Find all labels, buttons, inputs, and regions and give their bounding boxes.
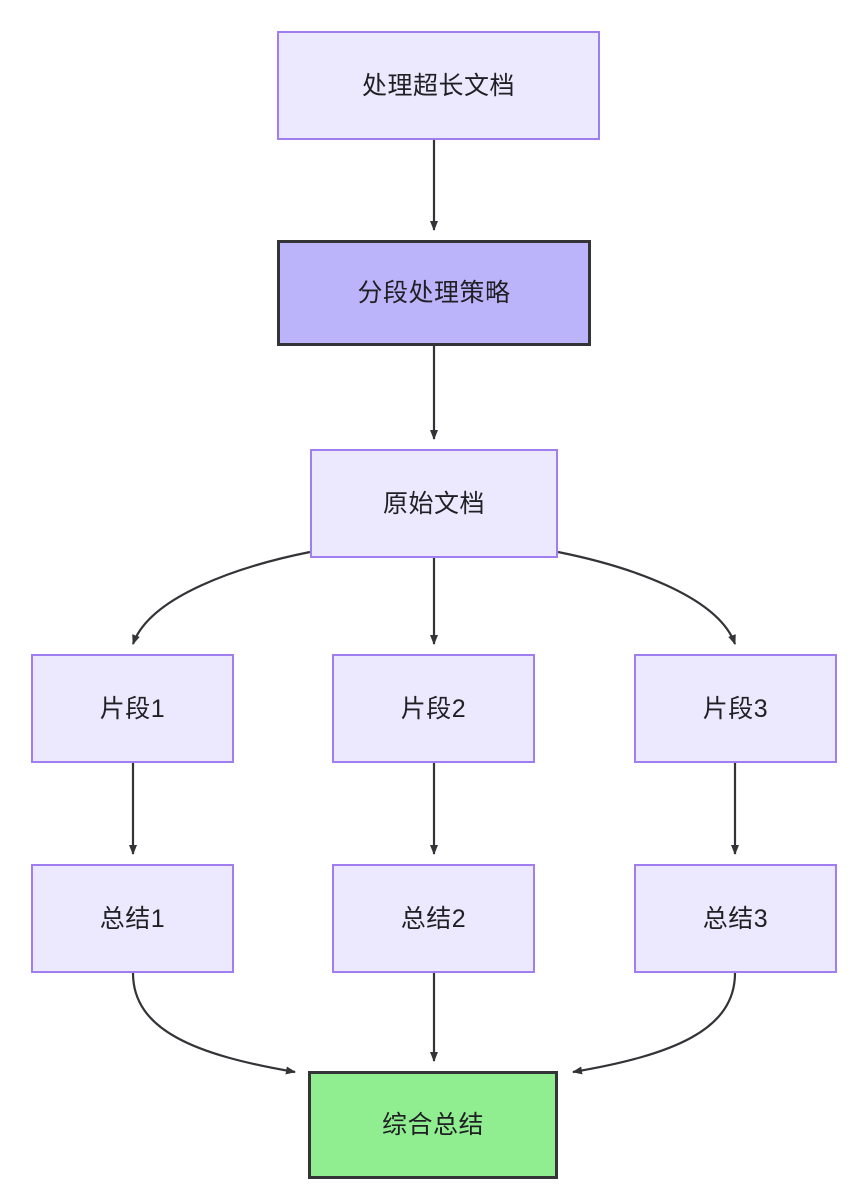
edge-original-doc-to-fragment-3	[557, 550, 737, 645]
node-chunk-strategy[interactable]: 分段处理策略	[277, 240, 591, 346]
node-label: 原始文档	[382, 489, 485, 518]
node-label: 片段2	[400, 694, 467, 723]
node-label: 总结2	[400, 904, 467, 933]
node-label: 综合总结	[381, 1111, 484, 1139]
edge-summary-3-to-final-summary	[572, 972, 737, 1075]
node-label: 总结1	[99, 904, 166, 933]
node-final-summary[interactable]: 综合总结	[308, 1071, 558, 1179]
node-label: 片段3	[702, 694, 769, 723]
node-label: 总结3	[702, 904, 769, 933]
node-label: 处理超长文档	[361, 71, 515, 100]
node-original-doc[interactable]: 原始文档	[310, 449, 558, 558]
node-process-long-doc[interactable]: 处理超长文档	[277, 31, 600, 140]
node-summary-1[interactable]: 总结1	[31, 864, 234, 973]
node-label: 片段1	[99, 694, 166, 723]
node-summary-3[interactable]: 总结3	[634, 864, 837, 973]
node-label: 分段处理策略	[357, 279, 511, 307]
edge-summary-1-to-final-summary	[131, 972, 296, 1075]
node-fragment-1[interactable]: 片段1	[31, 654, 234, 763]
node-fragment-2[interactable]: 片段2	[332, 654, 535, 763]
node-fragment-3[interactable]: 片段3	[634, 654, 837, 763]
edge-original-doc-to-fragment-1	[131, 550, 311, 645]
node-summary-2[interactable]: 总结2	[332, 864, 535, 973]
